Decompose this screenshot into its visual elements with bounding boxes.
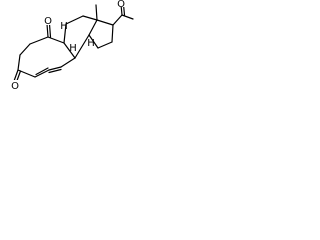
stereo-hydrogen-1-label: H [60, 21, 68, 32]
bond-acetyl-methyl [121, 14, 134, 20]
acetyl-oxygen-label: O [117, 0, 125, 10]
bond-macro-ring-7-double [48, 68, 62, 74]
bond-macro-ring-3 [19, 43, 31, 56]
bond-c-ring-2 [65, 15, 84, 25]
bond-macro-ring-2 [29, 36, 49, 45]
bond-ketone-top-double [48, 23, 52, 38]
bond-angular-methyl [95, 4, 98, 21]
bond-macro-ring-8 [60, 57, 76, 68]
bond-c-ring-3 [63, 23, 67, 44]
bond-c-ring-1 [82, 15, 98, 21]
bond-d-ring-4 [88, 34, 99, 49]
atom-ring-ketone-left-oxygen: O [10, 80, 20, 92]
bond-macro-ring-1 [47, 36, 65, 44]
bond-c-ring-4 [63, 42, 76, 59]
bond-ketone-top [46, 23, 49, 38]
bond-d-ring-2 [111, 24, 114, 43]
bond-ketone-left [13, 69, 19, 82]
ring-ketone-left-label: O [11, 81, 19, 92]
bond-d-ring-3 [97, 41, 113, 49]
atom-ring-ketone-top-oxygen: O [43, 15, 53, 27]
atom-acetyl-oxygen: O [116, 0, 126, 10]
ring-ketone-top-label: O [44, 16, 52, 27]
bond-d-ring-1 [96, 19, 114, 26]
bond-macro-ring-7 [48, 66, 62, 71]
stereo-hydrogen-3-label: H [87, 38, 95, 49]
bond-macro-ring-6-double [35, 67, 49, 76]
stereo-hydrogen-2-label: H [69, 43, 77, 54]
bond-c-ring-5 [74, 34, 90, 59]
molecular-structure-diagram: O O O H H H [10, 0, 134, 92]
bond-d-ring-5 [88, 19, 98, 36]
bond-macro-ring-4 [17, 54, 21, 71]
bond-macro-ring-6 [34, 69, 50, 78]
bond-acetyl-to-ring [112, 14, 123, 26]
